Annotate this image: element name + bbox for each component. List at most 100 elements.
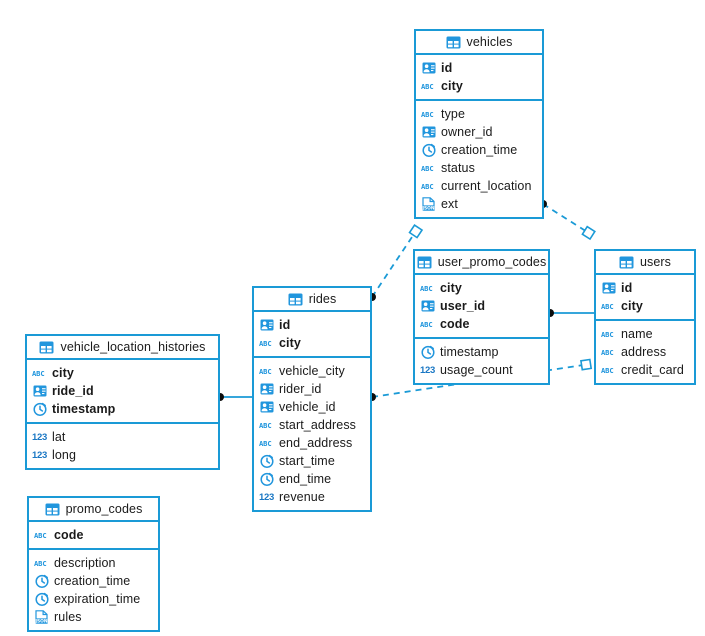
column-name: revenue [279,490,325,504]
relationship-target-marker [581,225,596,241]
numeric-123-type-icon: 123 [32,449,47,461]
relationship-user-promo-codes-to-users[interactable] [546,309,594,317]
column-row[interactable]: rider_id [254,380,370,398]
column-name: usage_count [440,363,513,377]
column-row[interactable]: id [416,59,542,77]
table-name: user_promo_codes [437,255,547,269]
abc-text-type-icon: ABC [259,436,274,451]
column-name: vehicle_id [279,400,336,414]
column-row[interactable]: vehicle_id [254,398,370,416]
column-row[interactable]: expiration_time [29,590,158,608]
numeric-123-type-icon: 123 [259,491,274,503]
abc-text-type-icon: ABC [420,317,435,332]
table-header[interactable]: rides [254,288,370,312]
column-name: expiration_time [54,592,141,606]
column-row[interactable]: creation_time [416,141,542,159]
column-row[interactable]: ride_id [27,382,218,400]
abc-text-type-icon: ABC [421,179,436,194]
key-column-icon [32,384,47,399]
column-row[interactable]: start_time [254,452,370,470]
abc-text-type-icon: ABC [421,107,436,122]
column-row[interactable]: ABC address [596,343,694,361]
table-header[interactable]: vehicles [416,31,542,55]
column-row[interactable]: id [254,316,370,334]
column-row[interactable]: id [596,279,694,297]
svg-text:ABC: ABC [32,369,45,378]
column-row[interactable]: ABC credit_card [596,361,694,379]
table-header[interactable]: vehicle_location_histories [27,336,218,360]
column-name: city [279,336,301,350]
abc-text-type-icon: ABC [259,364,274,379]
clock-timestamp-type-icon [259,454,274,469]
svg-text:ABC: ABC [601,366,614,375]
relationship-vehicles-to-users[interactable] [539,200,596,241]
column-name: address [621,345,667,359]
table-icon [39,340,54,355]
column-row[interactable]: end_time [254,470,370,488]
svg-text:ABC: ABC [421,82,434,91]
relationship-vehicle-location-histories-to-rides[interactable] [216,393,252,401]
column-row[interactable]: 123 revenue [254,488,370,506]
table-icon [417,255,432,270]
table-header[interactable]: promo_codes [29,498,158,522]
svg-text:ABC: ABC [259,339,272,348]
column-row[interactable]: ABC city [254,334,370,352]
column-name: owner_id [441,125,493,139]
column-name: user_id [440,299,486,313]
column-name: creation_time [441,143,518,157]
clock-timestamp-type-icon [420,345,435,360]
numeric-123-type-icon: 123 [32,431,47,443]
column-name: ext [441,197,458,211]
abc-text-type-icon: ABC [34,528,49,543]
column-row[interactable]: user_id [415,297,548,315]
column-name: id [279,318,291,332]
column-row[interactable]: owner_id [416,123,542,141]
svg-text:JSON: JSON [35,619,48,624]
column-row[interactable]: creation_time [29,572,158,590]
relationship-target-marker [408,223,424,239]
table-header[interactable]: user_promo_codes [415,251,548,275]
column-row[interactable]: timestamp [27,400,218,418]
abc-text-type-icon: ABC [259,418,274,433]
column-row[interactable]: timestamp [415,343,548,361]
table-header[interactable]: users [596,251,694,275]
svg-text:ABC: ABC [601,348,614,357]
table-name: promo_codes [65,502,143,516]
svg-text:ABC: ABC [601,330,614,339]
column-name: credit_card [621,363,684,377]
svg-text:ABC: ABC [34,531,47,540]
abc-text-type-icon: ABC [32,366,47,381]
